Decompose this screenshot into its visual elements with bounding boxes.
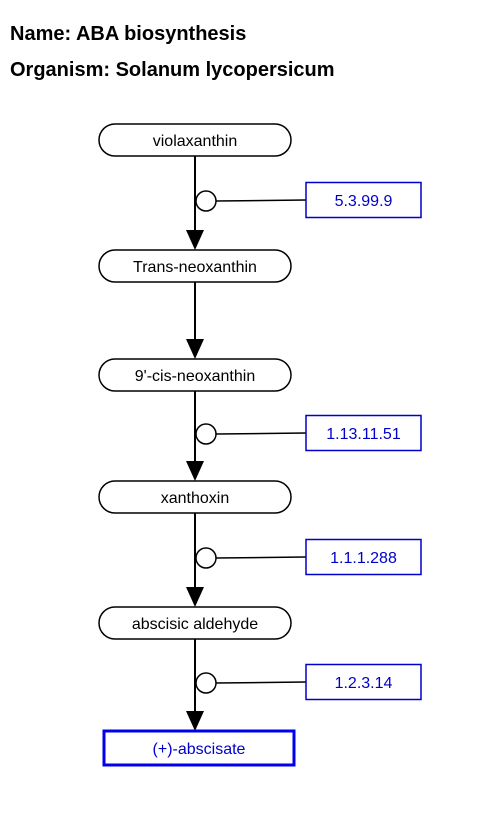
compound-label: xanthoxin: [161, 490, 230, 507]
compound-node: xanthoxin: [98, 480, 292, 514]
compound-node: abscisic aldehyde: [98, 606, 292, 640]
enzyme-box-border: [305, 663, 422, 701]
enzyme-ec-label: 1.2.3.14: [335, 675, 393, 692]
compound-label: abscisic aldehyde: [132, 616, 258, 633]
compound-node: violaxanthin: [98, 123, 292, 157]
compound-node-border: [98, 480, 292, 514]
final-product-node[interactable]: (+)-abscisate: [102, 729, 296, 767]
enzyme-box[interactable]: 1.1.1.288: [305, 538, 422, 576]
enzyme-box-border: [305, 538, 422, 576]
compound-label: (+)-abscisate: [153, 741, 246, 758]
compound-node-border: [98, 249, 292, 283]
enzyme-ec-label: 5.3.99.9: [335, 193, 393, 210]
compound-node: 9'-cis-neoxanthin: [98, 358, 292, 392]
enzyme-connector-line: [215, 432, 307, 435]
compound-node-border: [98, 606, 292, 640]
enzyme-connector-line: [215, 556, 307, 559]
enzyme-box-border: [305, 181, 422, 219]
enzyme-box[interactable]: 1.2.3.14: [305, 663, 422, 701]
arrow-head-icon: [186, 711, 204, 731]
pathway-name: Name: ABA biosynthesis: [10, 23, 247, 45]
compound-node-border: [98, 123, 292, 157]
pathway-organism: Organism: Solanum lycopersicum: [10, 59, 335, 81]
arrow-head-icon: [186, 339, 204, 359]
enzyme-circle-icon: [195, 190, 217, 212]
enzyme-circle-icon: [195, 423, 217, 445]
enzyme-circle-icon: [195, 672, 217, 694]
compound-label: violaxanthin: [153, 133, 238, 150]
enzyme-box[interactable]: 1.13.11.51: [305, 414, 422, 452]
enzyme-connector-line: [215, 681, 307, 684]
enzyme-ec-label: 1.1.1.288: [330, 550, 397, 567]
enzyme-connector-line: [215, 199, 307, 202]
enzyme-circle-icon: [195, 547, 217, 569]
compound-node-border: [98, 358, 292, 392]
arrow-head-icon: [186, 230, 204, 250]
enzyme-ec-label: 1.13.11.51: [326, 426, 401, 443]
compound-label: Trans-neoxanthin: [133, 259, 257, 276]
final-product-border: [102, 729, 296, 767]
compound-label: 9'-cis-neoxanthin: [135, 368, 255, 385]
compound-node: Trans-neoxanthin: [98, 249, 292, 283]
arrow-head-icon: [186, 587, 204, 607]
enzyme-box-border: [305, 414, 422, 452]
enzyme-box[interactable]: 5.3.99.9: [305, 181, 422, 219]
arrow-head-icon: [186, 461, 204, 481]
